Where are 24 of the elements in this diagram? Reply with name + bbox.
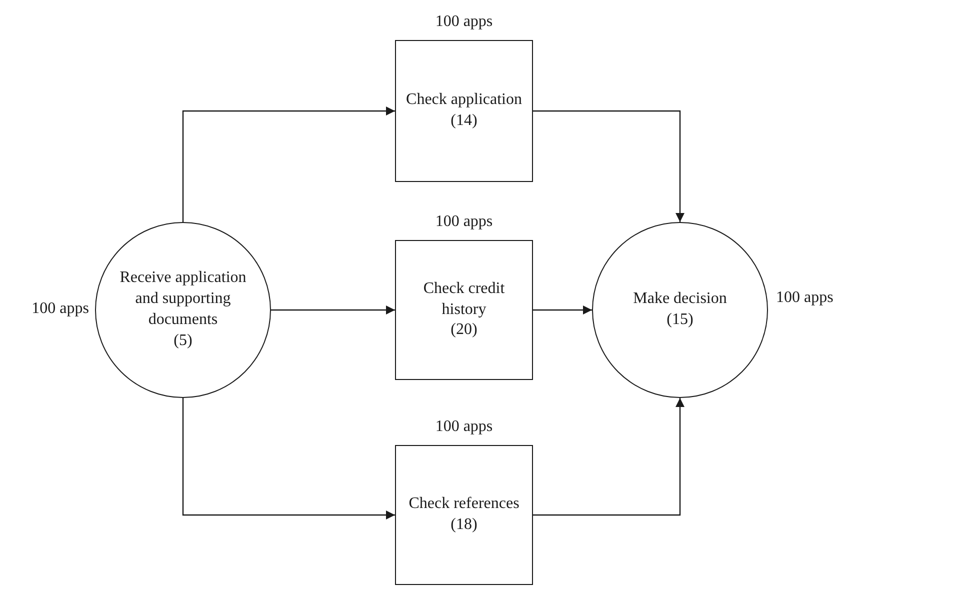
arrow — [271, 306, 395, 314]
node-text: Receive application and supporting documents — [118, 268, 248, 330]
arrow — [533, 110, 684, 222]
volume-label: 100 apps — [434, 12, 494, 32]
volume-label: 100 apps — [776, 288, 834, 308]
process-box — [395, 40, 533, 182]
node-text: Check application — [406, 90, 522, 110]
volume-label: 100 apps — [32, 299, 89, 319]
arrow — [533, 398, 684, 516]
process-box — [395, 240, 533, 380]
arrow — [533, 306, 592, 314]
node-text: Check references — [408, 494, 520, 514]
volume-label: 100 apps — [434, 417, 494, 437]
node-text: (5) — [174, 330, 192, 351]
node-text: Check credit history — [422, 278, 506, 320]
arrow — [182, 106, 395, 222]
node-text: Make decision — [633, 289, 727, 310]
arrow — [182, 398, 395, 520]
node-text: (15) — [666, 310, 694, 330]
node-text: (14) — [450, 111, 478, 131]
process-box — [395, 445, 533, 585]
volume-label: 100 apps — [434, 212, 494, 232]
node-text: (18) — [450, 515, 478, 535]
node-text: (20) — [450, 320, 478, 340]
